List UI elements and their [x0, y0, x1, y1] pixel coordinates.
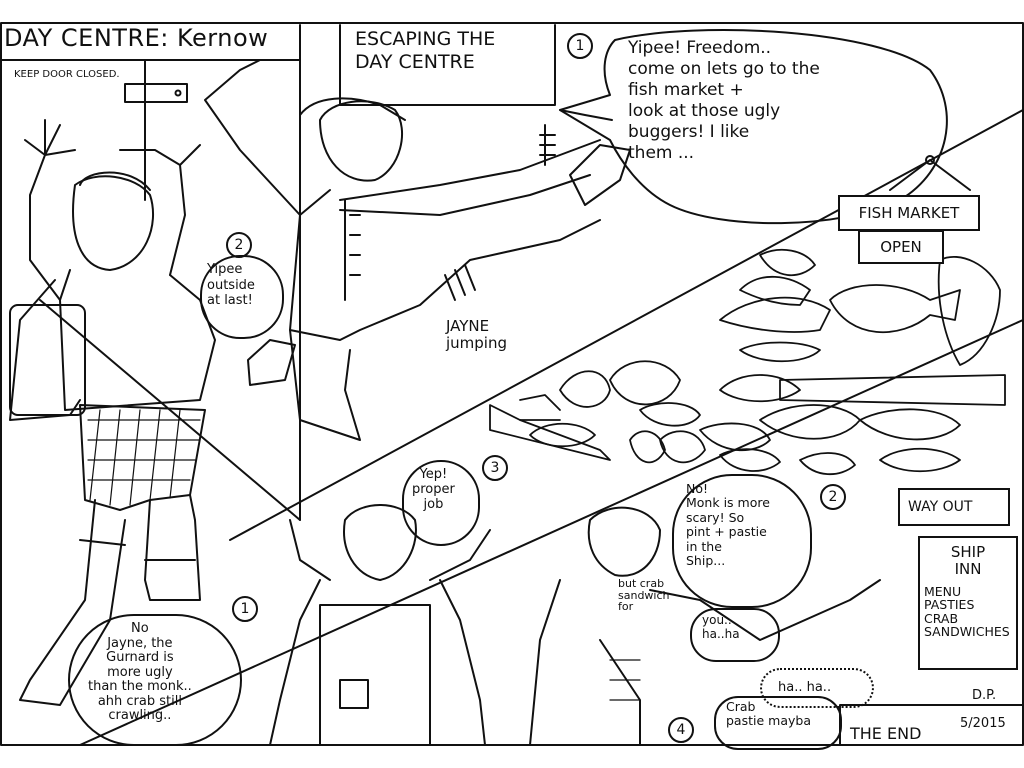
fish-market-sign: FISH MARKET	[838, 195, 980, 231]
panel2-number: 2	[820, 484, 846, 510]
speech-bubble-left	[68, 614, 242, 746]
panel-title: DAY CENTRE: Kernow	[4, 24, 269, 52]
figure-right-head	[589, 508, 660, 576]
ship-inn-sign: SHIP INN MENU PASTIES CRAB SANDWICHES	[918, 536, 1018, 670]
speech-bubble-mid	[402, 460, 480, 546]
speech-left: No Jayne, the Gurnard is more ugly than …	[88, 621, 192, 724]
friend-head	[73, 176, 153, 270]
jayne-shoe-back	[248, 340, 295, 385]
panel3-number-4: 4	[668, 717, 694, 743]
speech-bubble-friend	[200, 255, 284, 339]
sign-hook	[890, 160, 970, 190]
fish-netted	[860, 409, 960, 439]
caption-escaping: ESCAPING THE DAY CENTRE	[355, 28, 496, 73]
door-handle-plate	[125, 84, 187, 102]
fish-pile	[490, 250, 1005, 474]
jayne-leg-back	[290, 330, 360, 440]
figure-back-backpack	[320, 605, 430, 745]
comic-page	[0, 22, 1024, 746]
speech-jayne: Yipee! Freedom.. come on lets go to the …	[628, 38, 820, 164]
signature: D.P.	[972, 688, 997, 703]
speech-bubble-right	[672, 474, 812, 608]
figure-back-body	[270, 580, 485, 745]
open-sign: OPEN	[858, 230, 944, 264]
caption-box	[340, 25, 555, 105]
speech-right: No! Monk is more scary! So pint + pastie…	[686, 481, 770, 568]
laugh-text: ha.. ha..	[778, 680, 832, 695]
panel-divider-upper	[230, 110, 1023, 540]
jayne-arm-front	[340, 140, 600, 200]
friend-leg-right	[145, 495, 200, 600]
door-sign: KEEP DOOR CLOSED.	[14, 69, 120, 80]
panel3-number-1: 1	[232, 596, 258, 622]
friend-arm-right	[120, 145, 200, 275]
speech-bubble-you	[690, 608, 780, 662]
jayne-bracelet	[540, 125, 555, 165]
figure-back-head	[344, 505, 416, 580]
the-end: THE END	[850, 724, 922, 743]
friend-body	[60, 270, 215, 410]
panel3-number-3: 3	[482, 455, 508, 481]
menu-text: MENU PASTIES CRAB SANDWICHES	[924, 583, 1010, 639]
big-fish	[830, 285, 960, 332]
long-fish	[780, 375, 1005, 405]
jayne-shoe-front	[570, 145, 630, 205]
speech-mid: Yep! proper job	[412, 467, 455, 512]
page-border	[1, 23, 1023, 745]
friend-arm-left	[25, 120, 75, 300]
ship-inn-title: SHIP INN	[950, 543, 986, 579]
crab-bubble	[714, 696, 842, 750]
way-out-sign: WAY OUT	[898, 488, 1010, 526]
speech-you: you.. ha..ha	[702, 613, 740, 641]
jayne-label: JAYNE jumping	[446, 317, 508, 353]
jayne-arm-back	[205, 60, 300, 215]
speech-right-2: but crab sandwich for	[618, 577, 670, 614]
speech-crab: Crab pastie mayba	[726, 699, 811, 728]
panel-number-1: 1	[567, 33, 593, 59]
hanging-fish	[939, 257, 1000, 365]
jayne-head	[320, 101, 402, 180]
jayne-body	[290, 190, 600, 340]
date: 5/2015	[960, 716, 1006, 731]
friend-bag	[10, 280, 80, 420]
laugh-bubble	[760, 668, 874, 708]
